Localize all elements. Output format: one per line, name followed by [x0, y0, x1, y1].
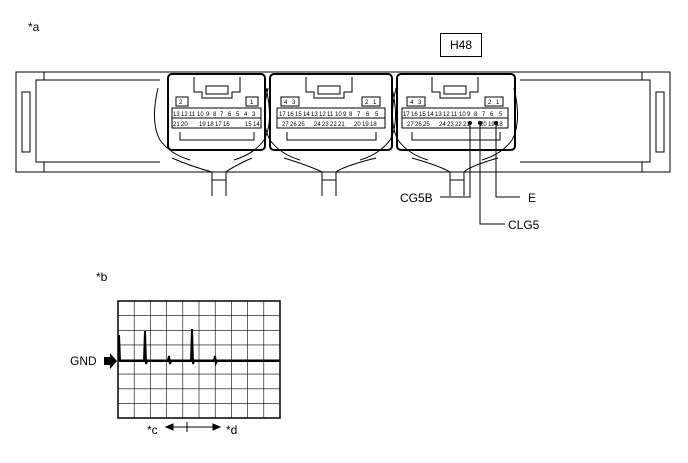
pin-label: 12: [443, 112, 450, 118]
pin-label: 1: [496, 100, 500, 106]
ground-arrow-icon: [104, 353, 117, 369]
left-marker-label: *c: [147, 423, 158, 437]
pin-label: 18: [496, 122, 503, 128]
pin-label: 24: [439, 122, 446, 128]
terminal-leaders: [440, 121, 520, 225]
pin-label: 11: [451, 112, 458, 118]
pin-label: 16: [287, 112, 294, 118]
connector-id-box: H48: [440, 33, 482, 57]
pin-label: 12: [319, 112, 326, 118]
pin-label: 3: [292, 100, 296, 106]
pin-label: 20: [354, 122, 361, 128]
terminal-label-cg5b: CG5B: [400, 191, 433, 205]
pin-label: 22: [455, 122, 462, 128]
pin-label: 5: [499, 112, 503, 118]
pin-label: 9: [343, 112, 347, 118]
pin-label: 21: [173, 122, 180, 128]
connector-3-pins: 4 3 2 1 17 16 15 14 13 12 11 10 9 8 7 6 …: [403, 100, 503, 128]
pin-label: 19: [199, 122, 206, 128]
pin-label: 19: [488, 122, 495, 128]
signal-trace: [118, 328, 280, 367]
pin-label: 20: [181, 122, 188, 128]
pin-label: 26: [415, 122, 422, 128]
pin-label: 7: [357, 112, 361, 118]
pin-label: 15: [419, 112, 426, 118]
pin-label: 10: [197, 112, 204, 118]
pin-label: 9: [467, 112, 471, 118]
pin-label: 13: [435, 112, 442, 118]
pin-label: 6: [228, 112, 232, 118]
ecu-housing: [15, 71, 671, 173]
pin-label: 10: [335, 112, 342, 118]
pin-label: 26: [290, 122, 297, 128]
pin-label: 25: [298, 122, 305, 128]
pin-label: 1: [373, 100, 377, 106]
pin-label: 21: [338, 122, 345, 128]
pin-label: 16: [223, 122, 230, 128]
pin-label: 15: [245, 122, 252, 128]
pin-label: 3: [252, 112, 256, 118]
pin-label: 3: [418, 100, 422, 106]
pin-label: 9: [206, 112, 210, 118]
connector-2-pins: 4 3 2 1 17 16 15 14 13 12 11 10 9 8 7 6 …: [279, 100, 379, 128]
pin-label: 12: [181, 112, 188, 118]
pin-label: 13: [173, 112, 180, 118]
pin-label: 8: [213, 112, 217, 118]
pin-label: 27: [282, 122, 289, 128]
pin-label: 7: [482, 112, 486, 118]
terminal-label-e: E: [528, 191, 537, 205]
pin-label: 18: [207, 122, 214, 128]
pin-label: 22: [330, 122, 337, 128]
pin-label: 4: [410, 100, 414, 106]
pin-label: 24: [314, 122, 321, 128]
pin-label: 5: [375, 112, 379, 118]
pin-label: 20: [480, 122, 487, 128]
connector-3: [392, 73, 518, 196]
pin-label: 16: [411, 112, 418, 118]
pin-label: 23: [447, 122, 454, 128]
time-span-arrow: [164, 422, 222, 432]
pin-label: 14: [253, 122, 260, 128]
pin-label: 4: [284, 100, 288, 106]
pin-label: 18: [370, 122, 377, 128]
pin-label: 7: [220, 112, 224, 118]
pin-label: 19: [362, 122, 369, 128]
pin-label: 10: [459, 112, 466, 118]
pin-label: 23: [322, 122, 329, 128]
figure-a-marker: *a: [28, 20, 40, 34]
pin-label: 13: [311, 112, 318, 118]
oscilloscope-screen: [104, 300, 281, 432]
terminal-label-clg5: CLG5: [508, 218, 540, 232]
pin-label: 6: [490, 112, 494, 118]
pin-label: 27: [407, 122, 414, 128]
pin-label: 5: [236, 112, 240, 118]
ground-label: GND: [70, 354, 97, 368]
pin-label: 2: [365, 100, 369, 106]
pin-label: 4: [244, 112, 248, 118]
connector-1: [154, 73, 270, 196]
figure-b-marker: *b: [96, 270, 108, 284]
pin-label: 25: [423, 122, 430, 128]
connector-2: [264, 73, 396, 196]
right-marker-label: *d: [226, 423, 238, 437]
pin-label: 11: [327, 112, 334, 118]
pin-label: 14: [303, 112, 310, 118]
pin-label: 1: [250, 100, 254, 106]
pin-label: 17: [279, 112, 286, 118]
pin-label: 6: [366, 112, 370, 118]
pin-label: 17: [215, 122, 222, 128]
pin-label: 2: [179, 100, 183, 106]
pin-label: 21: [463, 122, 470, 128]
connector-1-pins: 2 1 13 12 11 10 9 8 7 6 5 4 3 21 20 19 1…: [173, 100, 260, 128]
pin-label: 14: [427, 112, 434, 118]
pin-label: 11: [189, 112, 196, 118]
pin-label: 8: [349, 112, 353, 118]
pin-label: 8: [474, 112, 478, 118]
pin-label: 17: [403, 112, 410, 118]
pin-label: 2: [488, 100, 492, 106]
pin-label: 15: [295, 112, 302, 118]
